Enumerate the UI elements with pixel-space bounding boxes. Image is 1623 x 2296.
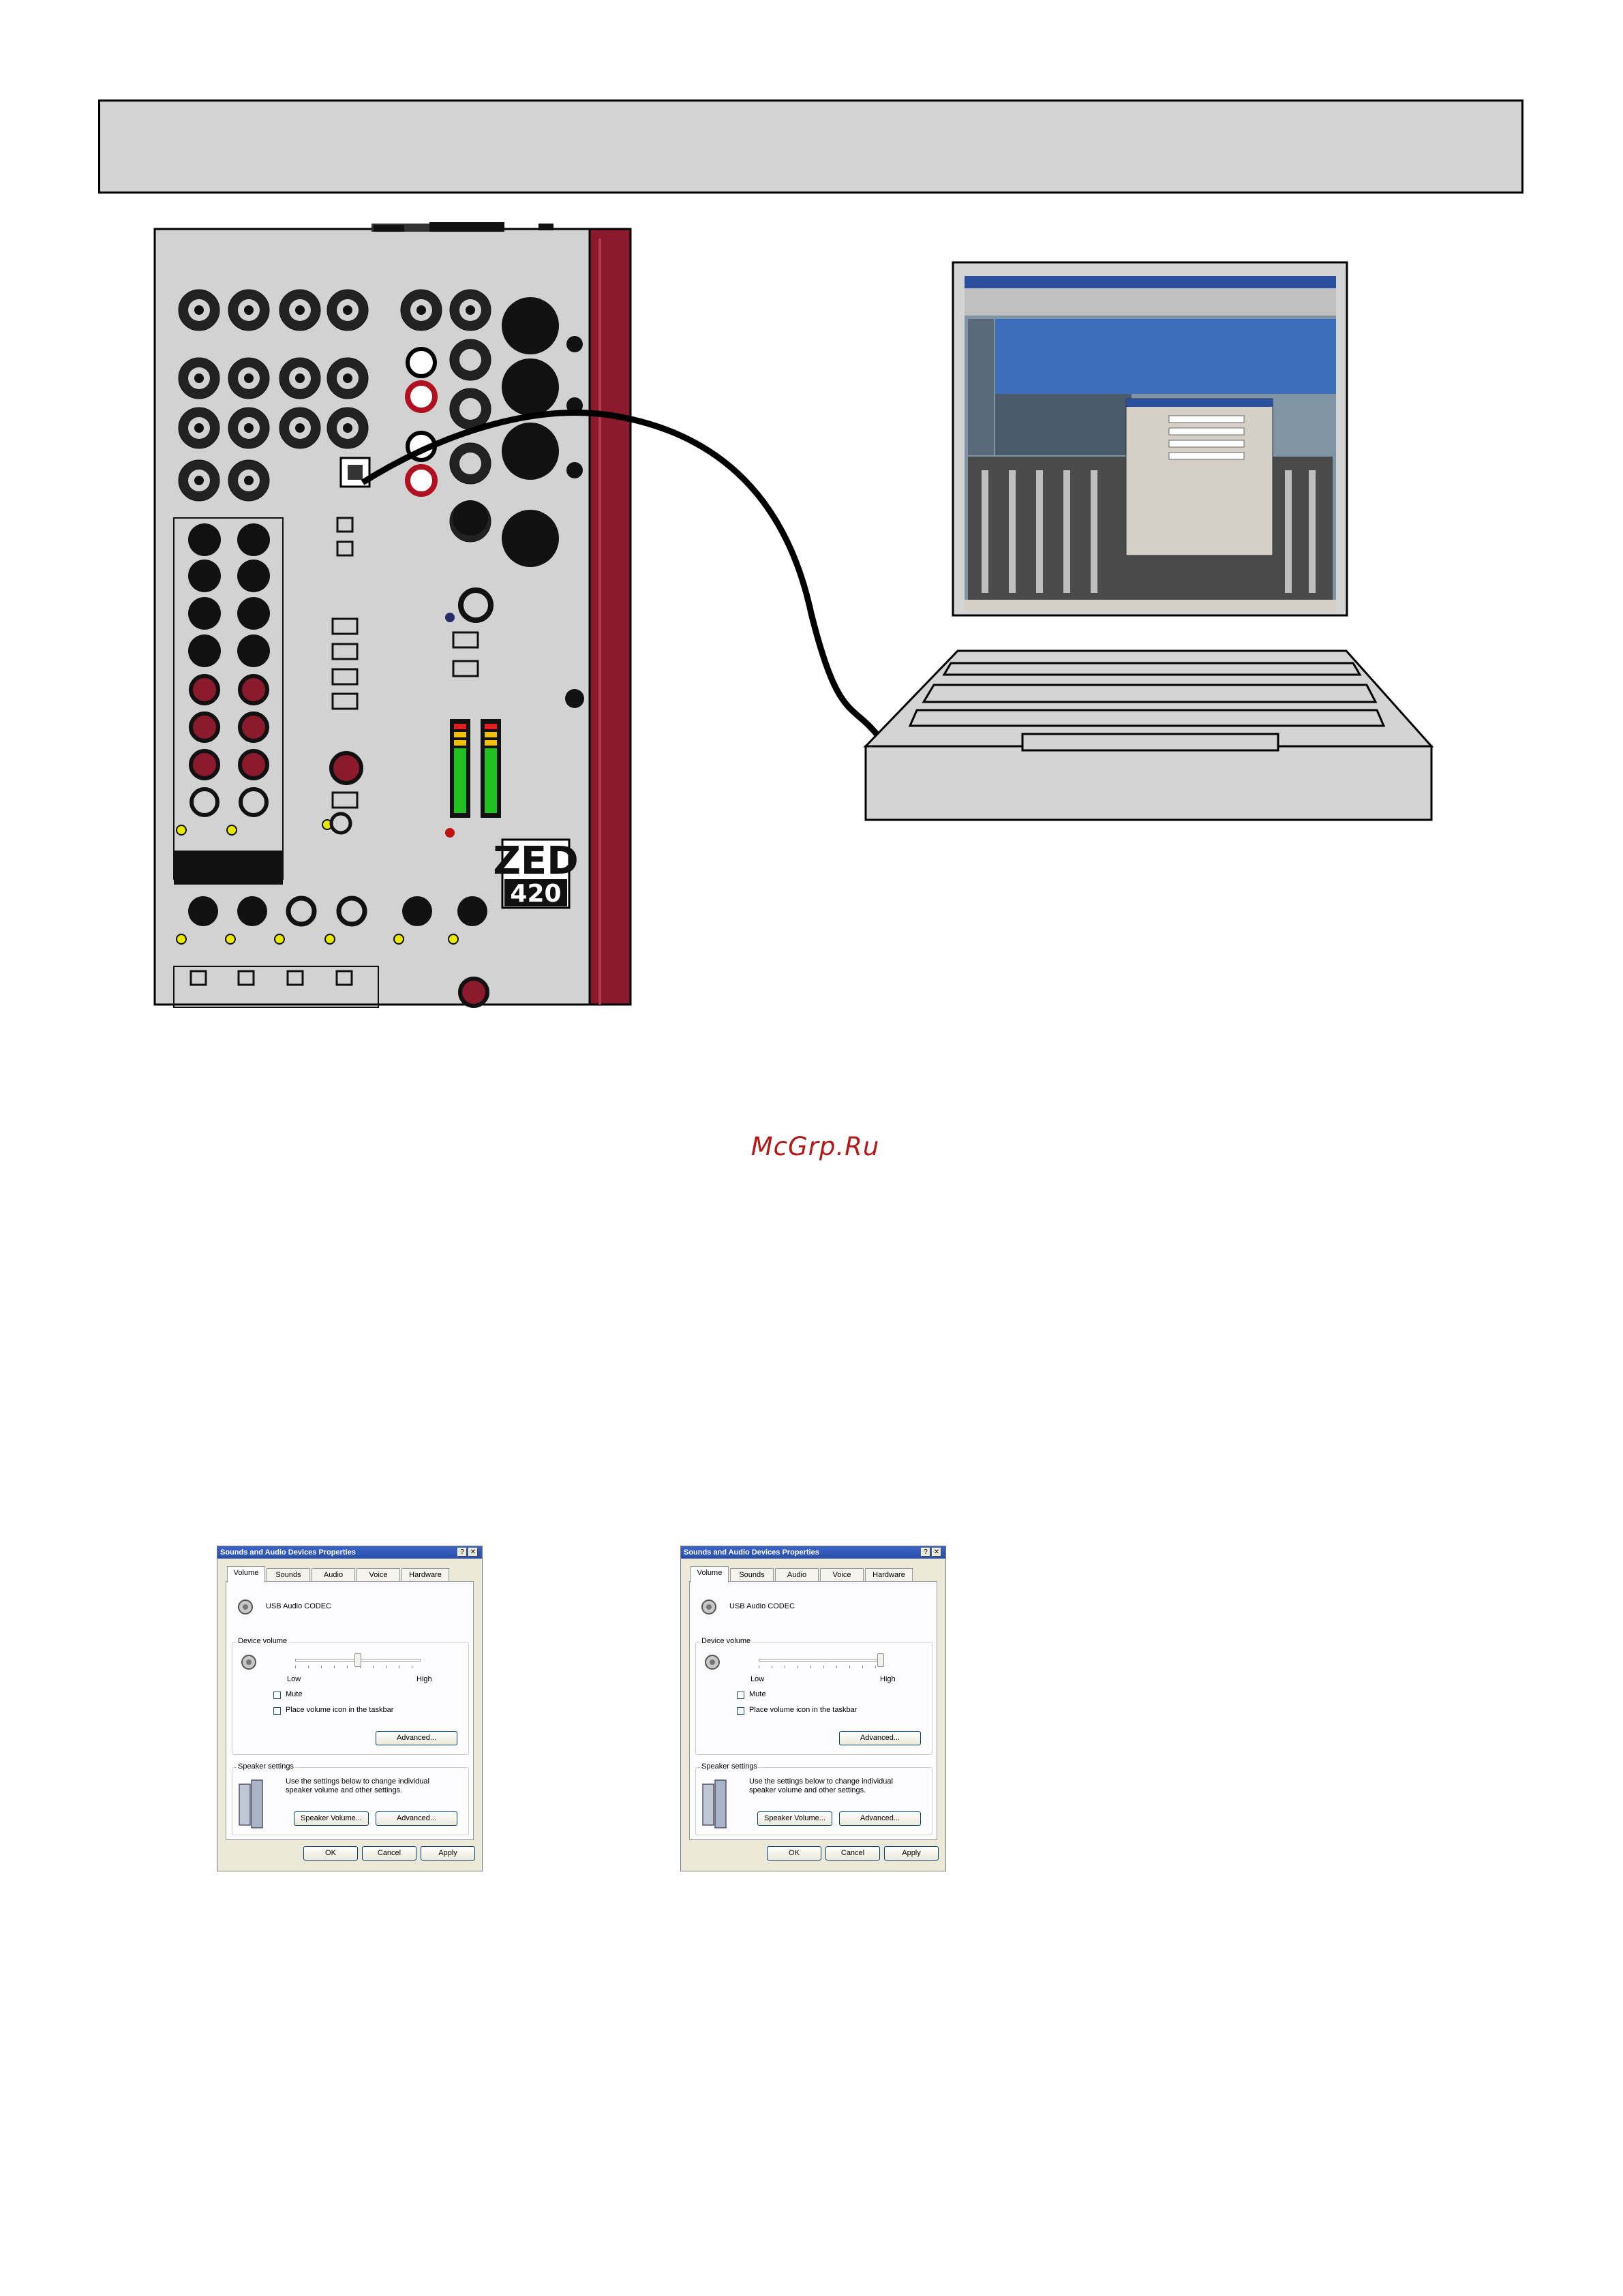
volume-slider[interactable] — [354, 1653, 361, 1667]
device-volume-group: Device volume Low High Mute Place volume… — [232, 1637, 469, 1755]
speaker-description: Use the settings below to change individ… — [749, 1777, 893, 1794]
tab-audio[interactable]: Audio — [775, 1568, 819, 1582]
volume-icon — [241, 1655, 256, 1670]
close-button[interactable]: ✕ — [468, 1548, 478, 1557]
volume-panel: USB Audio CODEC Device volume Low High M… — [689, 1581, 937, 1840]
bottom-knobs — [173, 896, 489, 1008]
help-button[interactable]: ? — [457, 1548, 467, 1557]
volume-slider[interactable] — [877, 1653, 884, 1667]
taskbar-label: Place volume icon in the taskbar — [749, 1706, 858, 1714]
speaker-settings-label: Speaker settings — [700, 1762, 759, 1771]
channel-knobs — [173, 517, 363, 885]
cancel-button[interactable]: Cancel — [825, 1846, 880, 1861]
apply-button[interactable]: Apply — [421, 1846, 475, 1861]
high-label: High — [416, 1675, 432, 1683]
cancel-button[interactable]: Cancel — [362, 1846, 416, 1861]
speaker-advanced-button[interactable]: Advanced... — [376, 1811, 457, 1826]
mute-label: Mute — [749, 1690, 766, 1698]
svg-text:420: 420 — [510, 880, 561, 908]
tab-hardware[interactable]: Hardware — [865, 1568, 913, 1582]
device-name: USB Audio CODEC — [729, 1602, 795, 1610]
tab-sounds[interactable]: Sounds — [730, 1568, 774, 1582]
speaker-settings-label: Speaker settings — [237, 1762, 295, 1771]
speaker-description: Use the settings below to change individ… — [286, 1777, 429, 1794]
watermark: McGrp.Ru — [750, 1132, 880, 1161]
ok-button[interactable]: OK — [303, 1846, 358, 1861]
header-box — [98, 100, 1523, 194]
level-meters — [445, 719, 501, 838]
speakers-icon — [239, 1779, 263, 1828]
sound-properties-dialog-2: Sounds and Audio Devices Properties ? ✕ … — [680, 1546, 946, 1871]
device-volume-group: Device volume Low High Mute Place volume… — [695, 1637, 932, 1755]
taskbar-icon-checkbox[interactable] — [273, 1707, 281, 1715]
laptop — [863, 261, 1434, 821]
mute-label: Mute — [286, 1690, 303, 1698]
tab-voice[interactable]: Voice — [357, 1568, 400, 1582]
taskbar-label: Place volume icon in the taskbar — [286, 1706, 394, 1714]
speaker-volume-button[interactable]: Speaker Volume... — [757, 1811, 832, 1826]
usb-cable — [361, 410, 882, 739]
apply-button[interactable]: Apply — [884, 1846, 939, 1861]
speaker-volume-button[interactable]: Speaker Volume... — [294, 1811, 369, 1826]
mixer-buttons — [331, 517, 479, 809]
device-volume-label: Device volume — [700, 1637, 753, 1645]
high-label: High — [880, 1675, 896, 1683]
zed-logo: ZED 420 — [493, 838, 579, 909]
volume-ticks — [759, 1666, 881, 1668]
dialog-title: Sounds and Audio Devices Properties — [681, 1546, 945, 1559]
close-button[interactable]: ✕ — [932, 1548, 941, 1557]
low-label: Low — [750, 1675, 765, 1683]
volume-panel: USB Audio CODEC Device volume Low High M… — [226, 1581, 474, 1840]
tab-audio[interactable]: Audio — [312, 1568, 355, 1582]
mute-checkbox[interactable] — [737, 1692, 744, 1699]
speaker-icon — [701, 1599, 716, 1614]
svg-text:ZED: ZED — [493, 839, 578, 883]
mixer-panel: ZED 420 — [153, 222, 632, 1008]
volume-icon — [705, 1655, 720, 1670]
advanced-volume-button[interactable]: Advanced... — [839, 1731, 921, 1745]
sound-properties-dialog-1: Sounds and Audio Devices Properties ? ✕ … — [217, 1546, 483, 1871]
speaker-settings-group: Speaker settings Use the settings below … — [695, 1762, 932, 1835]
tab-volume[interactable]: Volume — [691, 1566, 729, 1582]
dialog-title: Sounds and Audio Devices Properties — [217, 1546, 482, 1559]
advanced-volume-button[interactable]: Advanced... — [376, 1731, 457, 1745]
device-name: USB Audio CODEC — [266, 1602, 331, 1610]
xlr-inputs — [502, 297, 584, 708]
speaker-icon — [238, 1599, 253, 1614]
speaker-advanced-button[interactable]: Advanced... — [839, 1811, 921, 1826]
taskbar-icon-checkbox[interactable] — [737, 1707, 744, 1715]
connection-illustration: ZED 420 — [153, 222, 1434, 1008]
tab-volume[interactable]: Volume — [227, 1566, 265, 1582]
ok-button[interactable]: OK — [767, 1846, 821, 1861]
volume-track — [759, 1659, 884, 1662]
tab-hardware[interactable]: Hardware — [401, 1568, 449, 1582]
speaker-settings-group: Speaker settings Use the settings below … — [232, 1762, 469, 1835]
help-button[interactable]: ? — [921, 1548, 930, 1557]
low-label: Low — [287, 1675, 301, 1683]
device-volume-label: Device volume — [237, 1637, 289, 1645]
speakers-icon — [702, 1779, 727, 1828]
tab-voice[interactable]: Voice — [820, 1568, 864, 1582]
tab-sounds[interactable]: Sounds — [267, 1568, 310, 1582]
mute-checkbox[interactable] — [273, 1692, 281, 1699]
volume-ticks — [295, 1666, 418, 1668]
